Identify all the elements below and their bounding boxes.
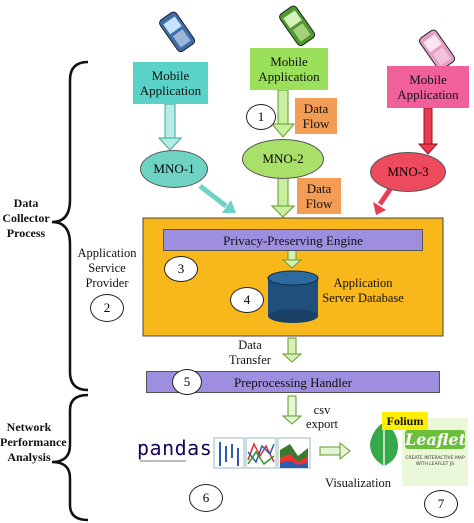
arrow-mno2-platform	[270, 177, 296, 218]
data-collector-brace	[51, 60, 89, 392]
service-provider-label: Application Service Provider	[77, 246, 137, 290]
mno-1: MNO-1	[140, 150, 208, 188]
mno-3: MNO-3	[370, 152, 446, 192]
database-icon	[267, 270, 319, 323]
leaflet-logo: Leaflet	[405, 430, 466, 449]
step-3-circle: 3	[164, 256, 198, 282]
database-label: Application Server Database	[322, 276, 404, 305]
leaflet-caption: CREATE INTERACTIVE MAP WITH LEAFLET JS	[405, 456, 465, 467]
csv-export-label: csv export	[306, 403, 338, 431]
privacy-engine: Privacy-Preserving Engine	[163, 229, 423, 251]
mobile-application-1: Mobile Application	[133, 62, 208, 104]
arrow-app2-mno2	[270, 89, 296, 138]
arrow-app1-mno1	[157, 103, 183, 151]
arrow-app3-mno3	[417, 107, 439, 155]
chart-thumbnail-icon	[213, 437, 245, 469]
arrow-mno1-platform	[198, 184, 236, 213]
folium-leaf-icon	[370, 422, 398, 466]
phone-icon	[279, 5, 316, 47]
folium-label: Folium	[382, 412, 428, 430]
step-2-circle: 2	[90, 294, 124, 322]
chart-thumbnail-icon	[277, 437, 311, 469]
step-1-circle: 1	[246, 104, 276, 130]
phone-icon	[159, 11, 196, 53]
pandas-tagline	[140, 460, 186, 462]
step-6-circle: 6	[189, 484, 223, 512]
data-flow-label-1: Data Flow	[295, 98, 337, 134]
step-5-circle: 5	[172, 369, 202, 395]
data-collector-label: Data Collector Process	[2, 196, 50, 240]
phone-icon	[419, 29, 456, 71]
data-transfer-label: Data Transfer	[229, 338, 271, 367]
visualization-label: Visualization	[325, 476, 391, 490]
mobile-application-3: Mobile Application	[387, 66, 469, 108]
arrow-platform-preprocessing	[281, 337, 303, 363]
mno-2: MNO-2	[242, 139, 324, 179]
data-flow-label-2: Data Flow	[297, 178, 341, 214]
step-4-circle: 4	[230, 287, 264, 313]
arrow-preprocessing-tools	[281, 395, 303, 425]
network-analysis-label: Network Performance Analysis	[0, 420, 67, 464]
step-7-circle: 7	[424, 490, 458, 518]
pandas-logo: pandas	[137, 436, 213, 460]
mobile-application-2: Mobile Application	[250, 48, 328, 90]
preprocessing-handler: Preprocessing Handler	[146, 371, 440, 393]
network-analysis-brace	[51, 393, 89, 522]
arrow-tools-visualization	[319, 441, 351, 461]
chart-thumbnail-icon	[245, 437, 277, 469]
